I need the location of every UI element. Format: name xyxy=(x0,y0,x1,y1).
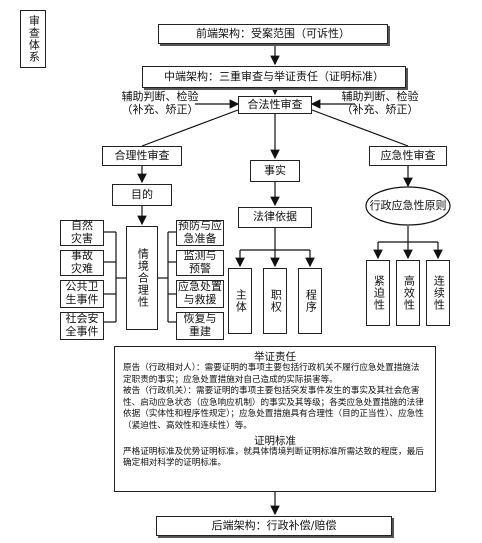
principle-urgency: 紧迫性 xyxy=(366,260,390,326)
event-accident: 事故 灾难 xyxy=(60,250,104,276)
side-label: 审查体系 xyxy=(20,10,46,68)
purpose-box: 目的 xyxy=(112,184,172,206)
stage-response: 应急处置 与救援 xyxy=(176,280,224,308)
emergency-principle: 行政应急性原则 xyxy=(369,199,447,212)
legal-subject: 主体 xyxy=(228,268,252,334)
standard-title: 证明标准 xyxy=(254,434,296,447)
event-social-security: 社会安 全事件 xyxy=(60,312,104,340)
emergency-review: 应急性审查 xyxy=(369,146,447,166)
rationality-review: 合理性审查 xyxy=(102,146,182,166)
principle-ellipse xyxy=(365,186,451,226)
standard-text: 严格证明标准及优势证明标准，就具体情境判断证明标准所需达致的程度，最后确定相对科… xyxy=(123,446,424,469)
burden-plaintiff: 原告（行政相对人）：需要证明的事项主要包括行政机关不履行应急处置措施法定职责的事… xyxy=(123,363,420,385)
legality-review: 合法性审查 xyxy=(238,96,312,114)
middle-architecture: 中端架构：三重审查与举证责任（证明标准） xyxy=(142,66,406,88)
aux-label-right: 辅助判断、检验 （补充、矫正） xyxy=(341,90,419,117)
principle-efficiency: 高效性 xyxy=(396,260,420,326)
principle-continuity: 连续性 xyxy=(426,260,450,326)
event-natural-disaster: 自然 灾害 xyxy=(60,220,104,246)
legal-procedure: 程序 xyxy=(298,268,322,334)
event-public-health: 公共卫 生事件 xyxy=(60,280,104,308)
aux-label-left: 辅助判断、检验 （补充、矫正） xyxy=(121,90,199,117)
fact-box: 事实 xyxy=(250,160,300,182)
front-architecture: 前端架构：受案范围（可诉性） xyxy=(158,24,388,44)
stage-recovery: 恢复与 重建 xyxy=(176,312,224,340)
stage-prevention: 预防与应 急准备 xyxy=(176,219,224,246)
burden-title: 举证责任 xyxy=(254,351,296,363)
burden-defendant: 被告（行政机关）：需要证明的事项主要包括突发事件发生的事实及其社会危害性、启动应… xyxy=(123,386,424,432)
stage-monitoring: 监测与 预警 xyxy=(176,250,224,276)
legal-authority: 职权 xyxy=(263,268,287,334)
burden-of-proof-panel: 举证责任 原告（行政相对人）：需要证明的事项主要包括行政机关不履行应急处置措施法… xyxy=(114,346,436,492)
legal-basis-box: 法律依据 xyxy=(238,207,312,228)
back-architecture: 后端架构：行政补偿/赔偿 xyxy=(156,516,392,536)
situation-rationality: 情境合理性 xyxy=(126,226,158,330)
